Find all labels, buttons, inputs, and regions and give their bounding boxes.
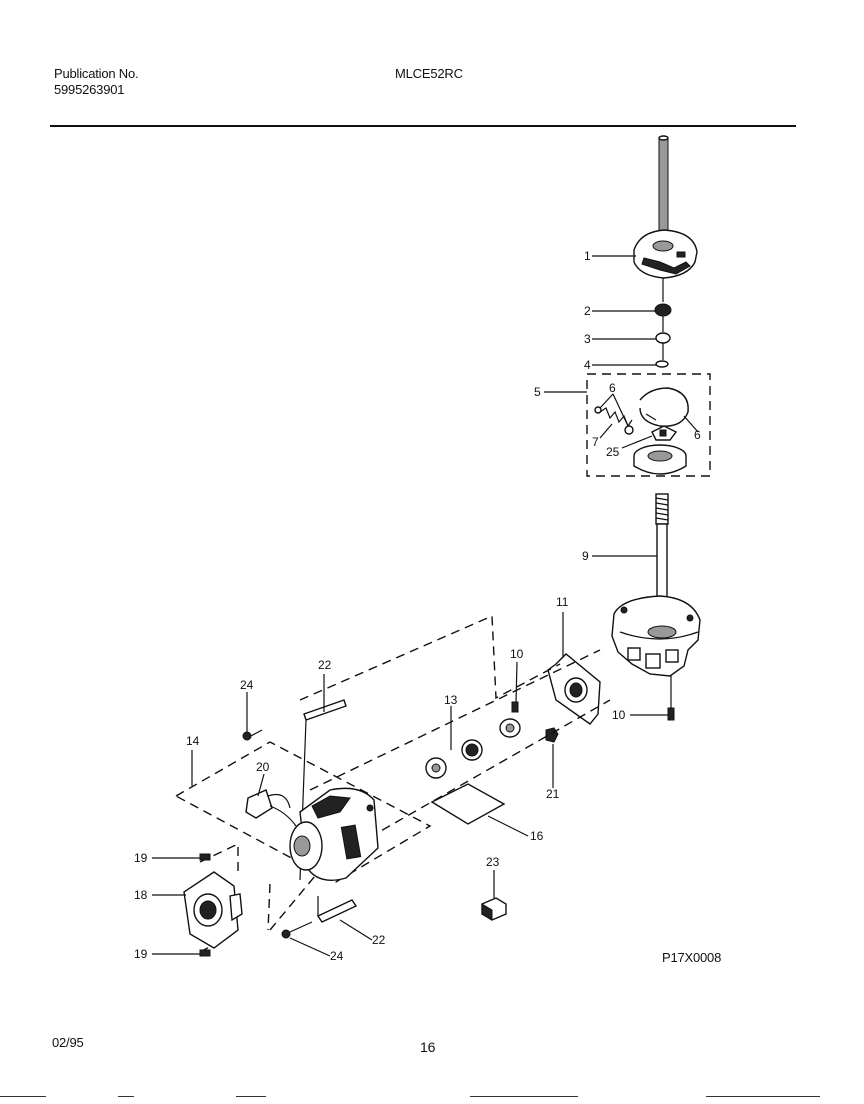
page-number: 16 <box>420 1039 436 1055</box>
callout-25: 25 <box>606 445 620 459</box>
callout-24-upper: 24 <box>240 678 254 692</box>
part-19-screw-upper <box>199 853 211 861</box>
part-1-drive-block <box>633 229 698 279</box>
part-9-drive-shaft <box>655 493 669 629</box>
part-18-pump <box>183 871 243 949</box>
callout-10-lower: 10 <box>612 708 626 722</box>
footer-rule-1 <box>0 1096 46 1097</box>
callout-7: 7 <box>592 435 599 449</box>
callout-24-lower: 24 <box>330 949 344 963</box>
part-7-spring <box>594 406 634 435</box>
part-22-rod-lower <box>316 896 358 923</box>
part-25-clutch-hub <box>651 425 678 441</box>
part-5-kit-outline <box>586 373 711 477</box>
part-24-bolt-lower <box>281 921 313 939</box>
callout-19-lower: 19 <box>134 947 148 961</box>
motor <box>289 787 379 881</box>
callout-6-upper: 6 <box>609 381 616 395</box>
footer-rule-3 <box>236 1096 266 1097</box>
callout-19-upper: 19 <box>134 851 148 865</box>
callout-4: 4 <box>584 358 591 372</box>
part-6-spring-band <box>639 387 689 427</box>
callout-23: 23 <box>486 855 500 869</box>
part-23-clip <box>481 897 507 921</box>
callout-9: 9 <box>582 549 589 563</box>
callout-2: 2 <box>584 304 591 318</box>
callout-20: 20 <box>256 760 270 774</box>
part-14-motor-assembly-outline <box>174 741 432 883</box>
callout-21: 21 <box>546 787 560 801</box>
footer-rule-2 <box>118 1096 134 1097</box>
callout-14: 14 <box>186 734 200 748</box>
callout-13: 13 <box>444 693 458 707</box>
part-24-bolt-upper <box>242 729 263 741</box>
part-11-mounting-plate <box>547 653 601 725</box>
footer-date: 02/95 <box>52 1035 84 1050</box>
part-19-screw-lower <box>199 949 211 957</box>
callout-22-lower: 22 <box>372 933 386 947</box>
callout-11: 11 <box>556 595 569 609</box>
figure-code: P17X0008 <box>662 950 722 965</box>
part-10-screw <box>511 701 519 713</box>
callout-5: 5 <box>534 385 541 399</box>
part-10-screw-lower <box>667 676 675 721</box>
model-number: MLCE52RC <box>395 66 463 81</box>
part-13-coupling <box>425 718 521 779</box>
part-20-switch <box>245 789 297 827</box>
part-2-seal <box>654 303 672 317</box>
callout-1: 1 <box>584 249 591 263</box>
part-4-ring <box>655 360 669 368</box>
callout-22-upper: 22 <box>318 658 332 672</box>
part-clutch-drum <box>633 444 687 475</box>
transmission-housing <box>611 595 701 677</box>
footer-rule-5 <box>706 1096 820 1097</box>
footer-rule-4 <box>470 1096 578 1097</box>
callout-6-right: 6 <box>694 428 701 442</box>
callout-18: 18 <box>134 888 148 902</box>
leader-lines <box>152 255 699 957</box>
part-3-washer <box>655 332 671 344</box>
callout-16: 16 <box>530 829 544 843</box>
callout-3: 3 <box>584 332 591 346</box>
callout-10-upper: 10 <box>510 647 524 661</box>
publication-number: 5995263901 <box>54 82 125 97</box>
publication-label: Publication No. <box>54 66 139 81</box>
part-16-pad <box>430 783 506 825</box>
